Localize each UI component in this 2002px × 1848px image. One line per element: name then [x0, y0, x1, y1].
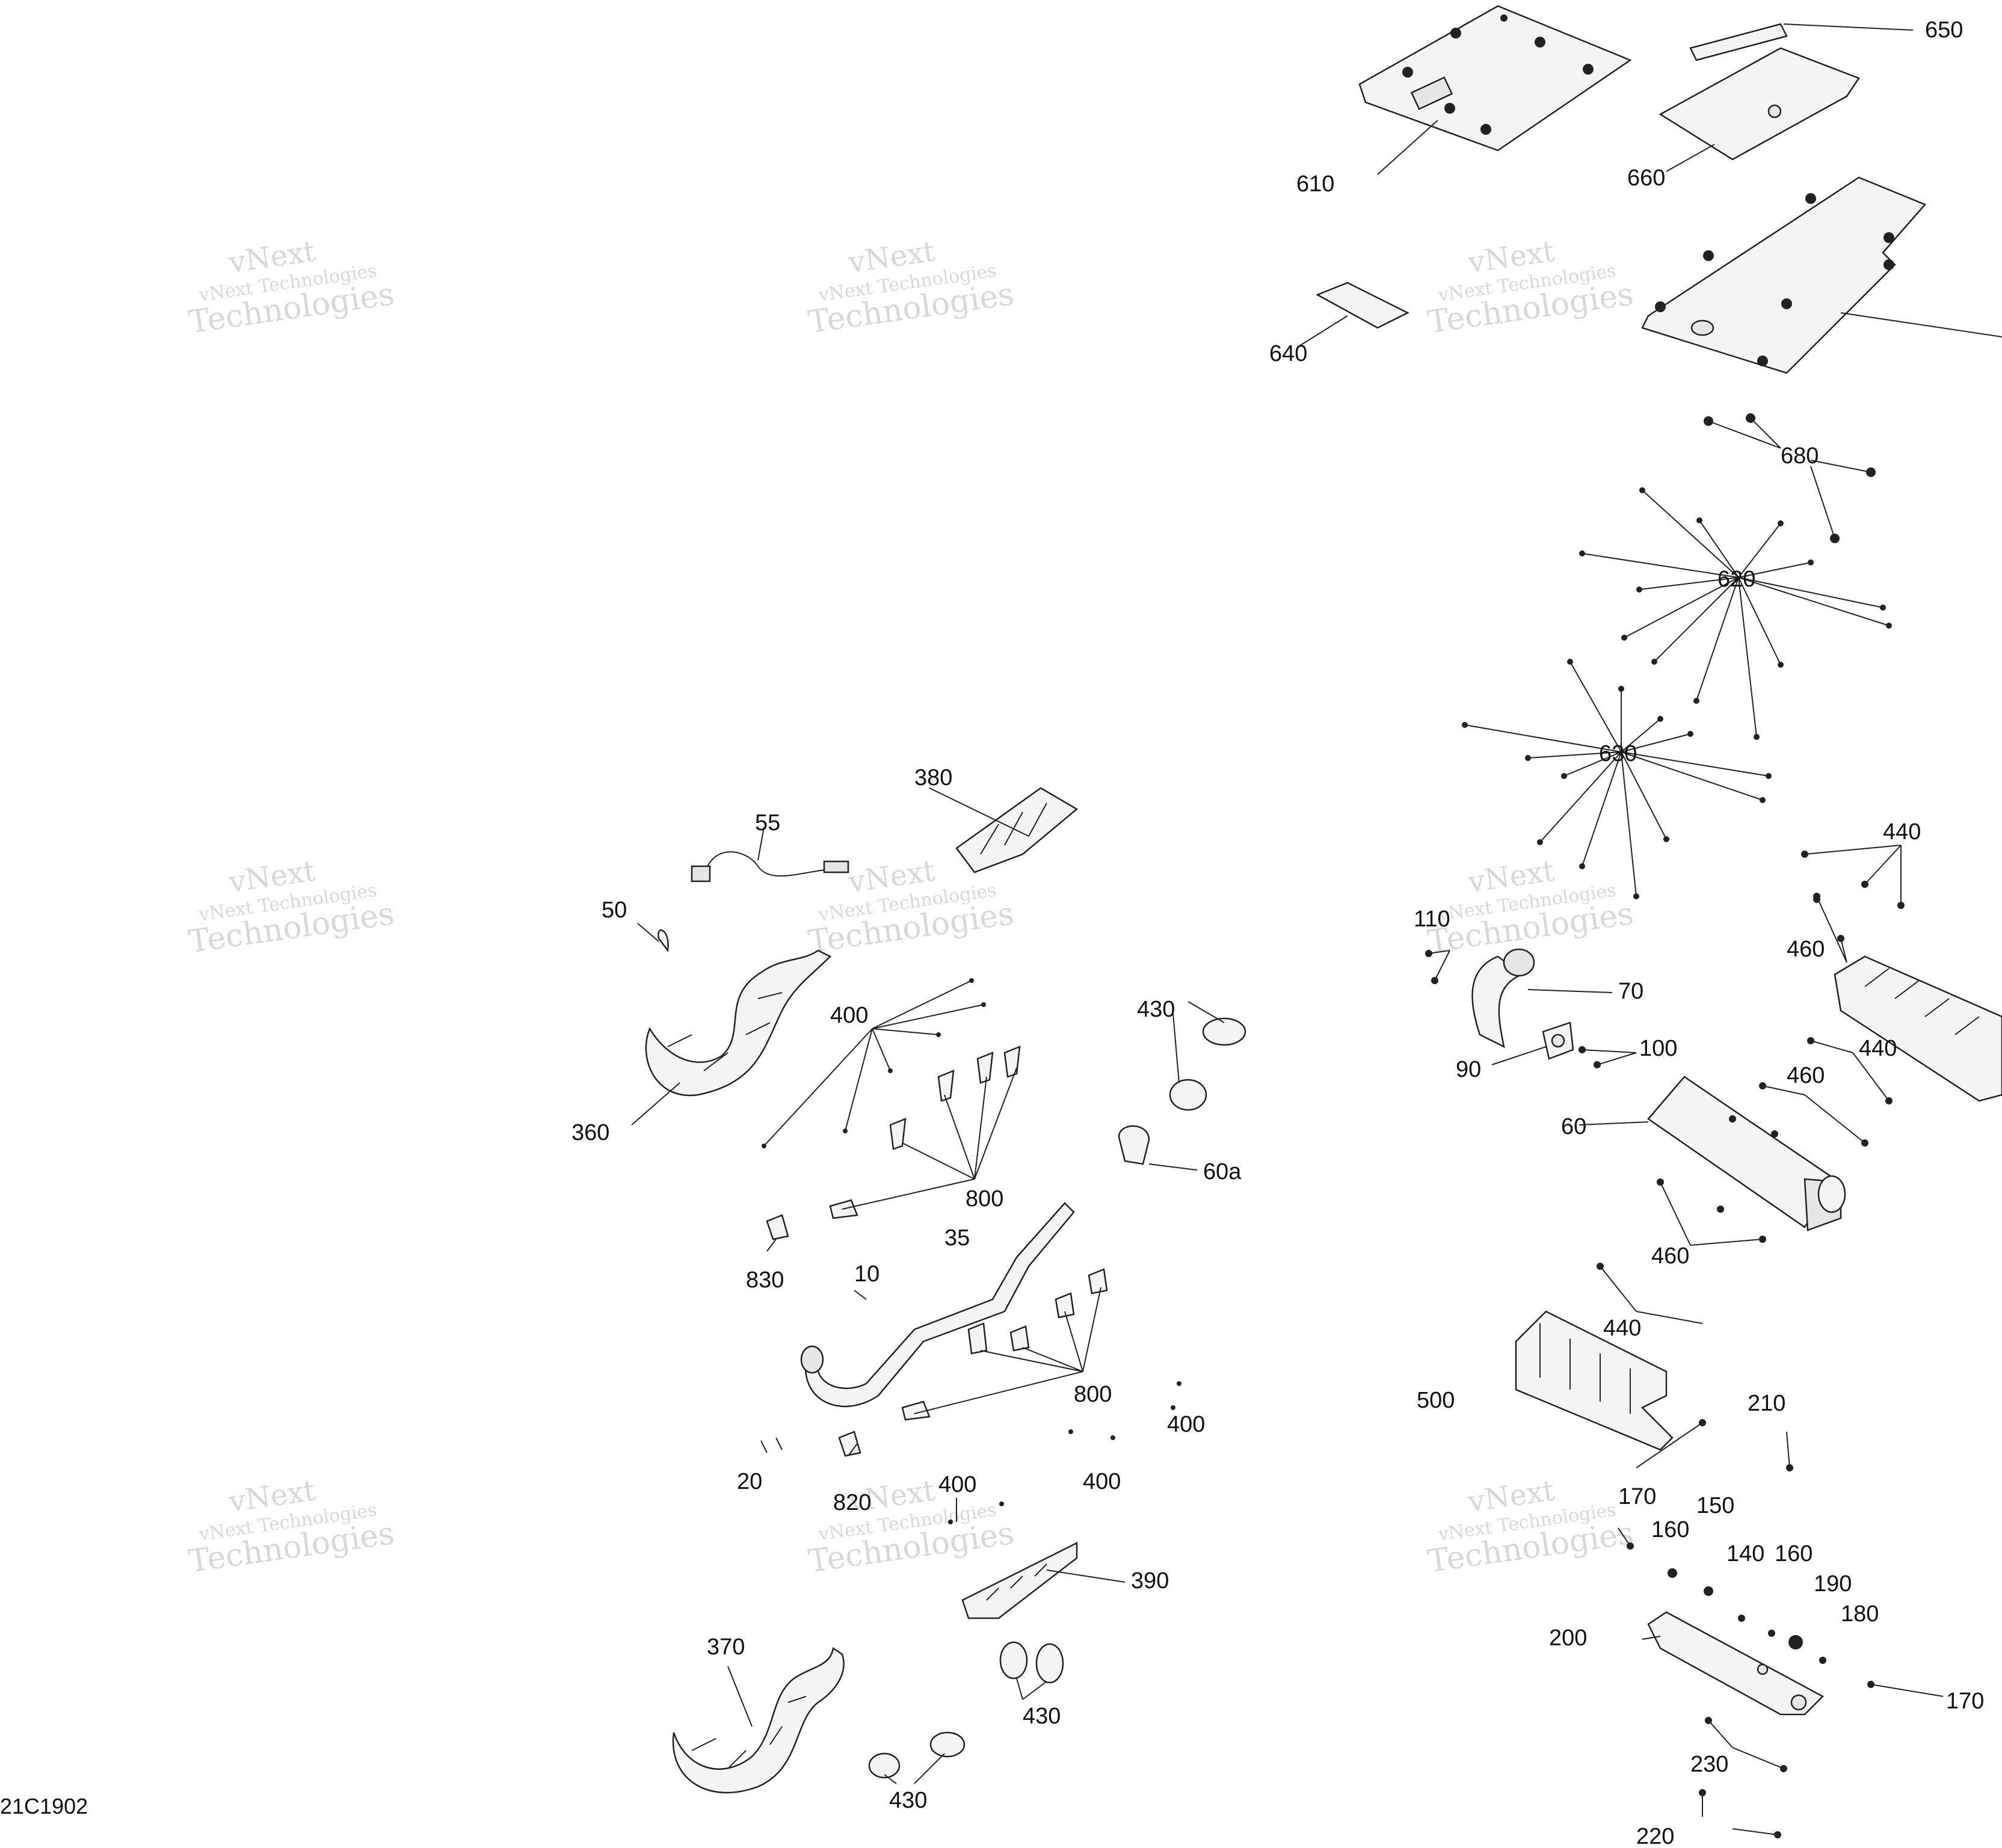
- part-460-heatshield: [1834, 955, 2002, 1102]
- reference-code: 21C1902: [0, 1794, 88, 1819]
- callout-800: 800: [1074, 1382, 1112, 1407]
- callout-90: 90: [1456, 1057, 1481, 1082]
- callout-360: 360: [571, 1120, 609, 1145]
- watermark: vNext vNext Technologies Technologies: [1426, 854, 1636, 961]
- callout-400: 400: [938, 1472, 976, 1497]
- callout-630: 630: [1599, 741, 1637, 766]
- callout-labels: 650 610 660 640 680 620 630 440 460 110 …: [571, 17, 1984, 1848]
- fasteners-620: [1579, 487, 1892, 740]
- callout-370: 370: [707, 1634, 745, 1660]
- callout-170: 170: [1618, 1484, 1656, 1509]
- callout-650: 650: [1925, 17, 1963, 43]
- part-50-clip: [658, 929, 669, 953]
- callout-55: 55: [755, 810, 780, 836]
- callout-60: 60: [1561, 1114, 1586, 1139]
- callout-680: 680: [1781, 443, 1819, 469]
- watermark-group: vNext vNext Technologies Technologies vN…: [186, 235, 1636, 1580]
- part-55-sensor: [691, 851, 849, 882]
- callout-190: 190: [1814, 1571, 1852, 1597]
- watermark: vNext vNext Technologies Technologies: [1426, 1474, 1636, 1580]
- fasteners-680: [1704, 413, 1876, 543]
- callout-660: 660: [1627, 165, 1665, 191]
- callout-20: 20: [737, 1469, 762, 1494]
- callout-150: 150: [1696, 1493, 1734, 1518]
- callout-380: 380: [914, 765, 952, 790]
- callout-160: 160: [1651, 1517, 1689, 1542]
- part-640-bracket: [1316, 282, 1409, 329]
- watermark: vNext vNext Technologies Technologies: [806, 235, 1016, 341]
- callout-35: 35: [944, 1225, 970, 1251]
- callout-400: 400: [1083, 1469, 1121, 1494]
- callout-390: 390: [1131, 1568, 1169, 1594]
- watermark: vNext vNext Technologies Technologies: [186, 235, 396, 341]
- callout-800: 800: [966, 1186, 1003, 1212]
- callout-110: 110: [1414, 907, 1450, 932]
- part-500-heatshield: [1515, 1310, 1674, 1451]
- callout-180: 180: [1841, 1601, 1879, 1627]
- callout-400: 400: [830, 1003, 868, 1028]
- watermark: vNext vNext Technologies Technologies: [186, 854, 396, 961]
- callout-440: 440: [1603, 1316, 1641, 1341]
- callout-620: 620: [1717, 567, 1755, 592]
- part-70-pipe: [1471, 948, 1535, 1049]
- callout-430: 430: [889, 1788, 927, 1813]
- part-60-muffler: [1647, 1076, 1846, 1231]
- clamps-430: [868, 1017, 1246, 1779]
- watermark: vNext vNext Technologies Technologies: [806, 1474, 1016, 1580]
- callout-170: 170: [1946, 1689, 1984, 1714]
- part-200-bracket: [1647, 1611, 1825, 1716]
- callout-830: 830: [746, 1267, 784, 1293]
- part-large-plate: [1641, 176, 1927, 374]
- callout-460: 460: [1651, 1243, 1689, 1269]
- callout-50: 50: [602, 898, 627, 923]
- callout-820: 820: [833, 1490, 871, 1515]
- part-610-plate: [1358, 5, 1632, 152]
- brackets-800: [766, 1046, 1108, 1457]
- callout-400: 400: [1167, 1412, 1205, 1437]
- callout-200: 200: [1549, 1625, 1587, 1651]
- callout-430: 430: [1137, 997, 1175, 1022]
- callout-220: 220: [1636, 1824, 1674, 1848]
- part-360-shield: [645, 949, 832, 1097]
- part-390-shield: [961, 1541, 1078, 1619]
- callout-160: 160: [1775, 1541, 1813, 1566]
- callout-70: 70: [1618, 979, 1643, 1004]
- callout-60a: 60a: [1203, 1159, 1242, 1184]
- callout-460: 460: [1787, 1063, 1825, 1088]
- part-650-strip: [1689, 23, 1788, 61]
- part-660-pad: [1659, 47, 1860, 161]
- leader-lines: [631, 23, 2002, 1835]
- callout-460: 460: [1787, 937, 1825, 962]
- watermark: vNext vNext Technologies Technologies: [186, 1474, 396, 1580]
- callout-640: 640: [1269, 341, 1307, 366]
- callout-10: 10: [854, 1261, 879, 1287]
- part-35-pipe: [800, 1202, 1075, 1408]
- callout-210: 210: [1748, 1391, 1785, 1416]
- fasteners-630: [1462, 659, 1772, 899]
- callout-430: 430: [1023, 1704, 1061, 1729]
- callout-230: 230: [1690, 1752, 1728, 1777]
- part-90-gasket: [1542, 1021, 1574, 1060]
- callout-100: 100: [1639, 1036, 1677, 1061]
- watermark: vNext vNext Technologies Technologies: [1426, 235, 1636, 341]
- callout-610: 610: [1296, 171, 1334, 197]
- hardware-400: [760, 978, 1181, 1524]
- part-370-shield: [672, 1646, 845, 1794]
- callout-440: 440: [1859, 1036, 1897, 1061]
- callout-440: 440: [1883, 819, 1921, 845]
- callout-500: 500: [1417, 1388, 1455, 1413]
- callout-140: 140: [1726, 1541, 1764, 1566]
